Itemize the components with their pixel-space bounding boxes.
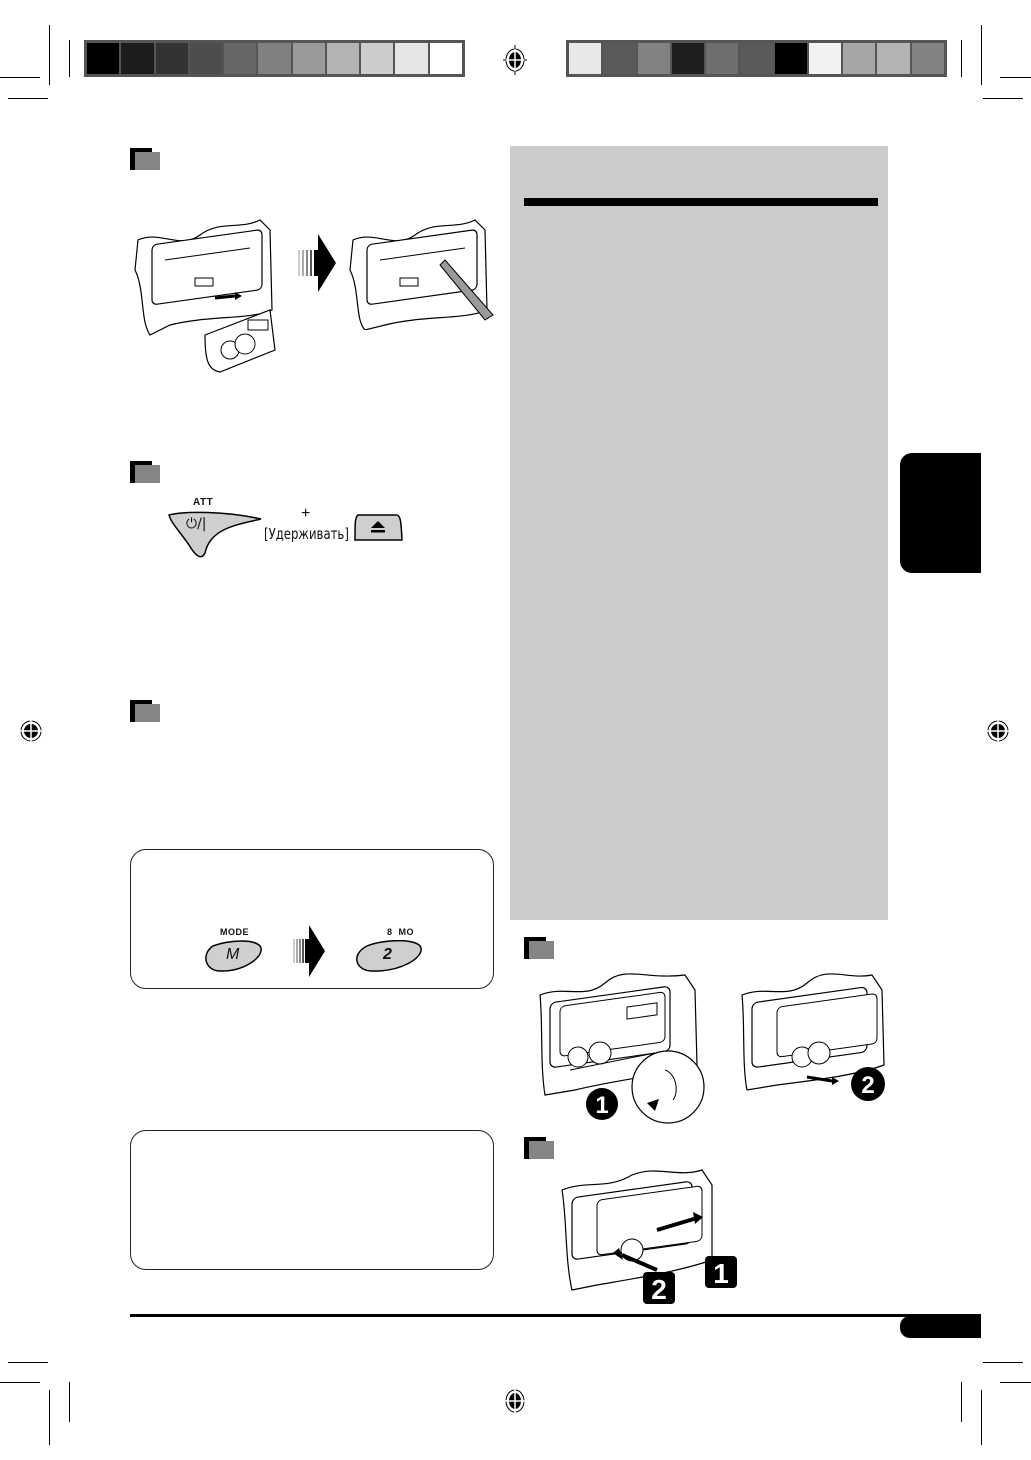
- note-box: [130, 1130, 494, 1270]
- color-swatch: [569, 43, 602, 74]
- crop-mark: [0, 1382, 40, 1383]
- power-button-glyph: ⏻/|: [186, 516, 207, 532]
- page-number-tab: [900, 1316, 981, 1338]
- power-att-button: [168, 511, 262, 558]
- color-swatch: [292, 43, 325, 74]
- crop-mark: [0, 77, 40, 78]
- registration-mark-icon: [503, 45, 527, 75]
- faceplate-removed-illustration: [134, 219, 276, 373]
- color-swatch: [87, 43, 120, 74]
- color-swatch: [121, 43, 154, 74]
- step-2-square-badge-icon: 2: [643, 1272, 675, 1304]
- info-panel: [510, 146, 888, 920]
- crop-mark: [983, 98, 1023, 99]
- crop-mark: [69, 1382, 70, 1422]
- color-swatch: [671, 43, 705, 74]
- color-swatch: [603, 43, 636, 74]
- crop-mark: [8, 1362, 48, 1363]
- crop-mark: [983, 1362, 1023, 1363]
- language-side-tab: [900, 453, 981, 573]
- crop-mark: [1000, 1382, 1031, 1383]
- color-swatch: [258, 43, 291, 74]
- preset-button-glyph: 2: [383, 946, 392, 963]
- eject-button: [354, 514, 403, 541]
- color-swatch: [326, 43, 360, 74]
- crop-mark: [69, 40, 70, 77]
- hold-instruction: [Удерживать]: [264, 525, 349, 543]
- color-calibration-bar-left: [84, 40, 465, 77]
- svg-text:1: 1: [713, 1258, 729, 1288]
- plus-sign: +: [301, 505, 311, 522]
- mode-button-label: MODE: [220, 927, 249, 937]
- color-swatch: [843, 43, 876, 74]
- crop-mark: [1000, 77, 1031, 78]
- color-swatch: [637, 43, 670, 74]
- attach-illustration: [561, 1169, 713, 1291]
- panel-title-rule: [524, 198, 878, 206]
- color-swatch: [740, 43, 773, 74]
- registration-mark-icon: [986, 718, 1010, 744]
- section-marker-attach-faceplate: [524, 1137, 554, 1159]
- section-marker-3: [130, 700, 160, 722]
- preset-2-button: [356, 940, 422, 972]
- registration-mark-icon: [503, 1386, 527, 1416]
- color-swatch: [911, 43, 944, 74]
- color-swatch: [774, 43, 807, 74]
- color-calibration-bar-right: [566, 40, 947, 77]
- crop-mark: [8, 98, 48, 99]
- preset-button-label: 8 MO: [387, 927, 415, 937]
- reset-with-pen-illustration: [349, 219, 494, 330]
- crop-mark: [49, 1390, 50, 1445]
- transition-arrow-icon: [293, 925, 325, 977]
- mode-button: [205, 940, 262, 972]
- color-swatch: [189, 43, 223, 74]
- section-marker-detach-faceplate: [524, 937, 554, 959]
- color-swatch: [361, 43, 394, 74]
- detach-step1-illustration: [539, 973, 705, 1124]
- crop-mark: [961, 1382, 962, 1422]
- step-1-badge-icon: 1: [586, 1088, 618, 1120]
- color-swatch: [155, 43, 188, 74]
- crop-mark: [961, 40, 962, 77]
- color-swatch: [429, 43, 462, 74]
- footer-rule: [130, 1314, 981, 1317]
- svg-text:1: 1: [595, 1092, 608, 1119]
- crop-mark: [49, 25, 50, 85]
- step-1-square-badge-icon: 1: [705, 1256, 737, 1288]
- color-swatch: [224, 43, 257, 74]
- step-2-badge-icon: 2: [851, 1067, 885, 1101]
- section-marker-detach: [130, 148, 160, 170]
- color-swatch: [706, 43, 739, 74]
- svg-text:2: 2: [651, 1274, 667, 1304]
- color-swatch: [395, 43, 428, 74]
- crop-mark: [981, 25, 982, 85]
- color-swatch: [877, 43, 910, 74]
- detach-step2-illustration: [741, 973, 885, 1091]
- att-button-label: ATT: [193, 497, 214, 508]
- svg-text:2: 2: [861, 1072, 874, 1099]
- mode-button-glyph: M: [226, 946, 240, 963]
- color-swatch: [808, 43, 842, 74]
- crop-mark: [981, 1390, 982, 1445]
- section-marker-reset: [130, 461, 160, 483]
- registration-mark-icon: [19, 718, 43, 744]
- transition-arrow-icon: [298, 234, 336, 292]
